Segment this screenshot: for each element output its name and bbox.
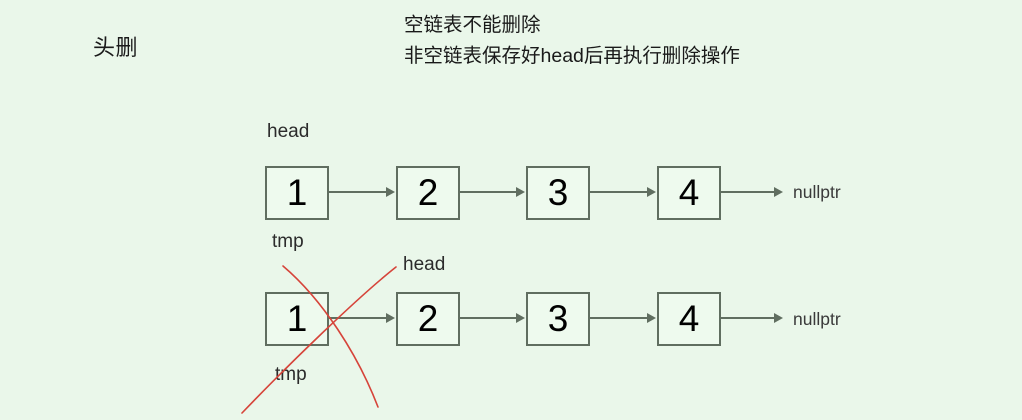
list-node: 3 [526, 292, 590, 346]
page-title: 头删 [93, 35, 139, 60]
list-node: 2 [396, 166, 460, 220]
nullptr-label: nullptr [793, 182, 841, 202]
link-arrow-line [460, 191, 519, 193]
link-arrow-head-icon [386, 187, 395, 197]
link-arrow-head-icon [774, 187, 783, 197]
list-node: 3 [526, 166, 590, 220]
link-arrow-head-icon [386, 313, 395, 323]
nullptr-label: nullptr [793, 309, 841, 329]
link-arrow-head-icon [516, 313, 525, 323]
list-node: 4 [657, 166, 721, 220]
pointer-label-head-before: head [267, 121, 310, 142]
list-node: 4 [657, 292, 721, 346]
link-arrow-line [590, 317, 650, 319]
annotation-line-2: 非空链表保存好head后再执行删除操作 [404, 45, 740, 67]
link-arrow-line [721, 191, 777, 193]
list-node-deleted: 1 [265, 292, 329, 346]
pointer-label-head-after: head [403, 254, 446, 275]
pointer-label-tmp-after: tmp [275, 364, 307, 385]
link-arrow-head-icon [647, 187, 656, 197]
link-arrow-line [460, 317, 519, 319]
link-arrow-head-icon [774, 313, 783, 323]
link-arrow-line [590, 191, 650, 193]
link-arrow-line [329, 191, 389, 193]
list-node: 2 [396, 292, 460, 346]
annotation-line-1: 空链表不能删除 [404, 14, 541, 36]
link-arrow-head-icon [647, 313, 656, 323]
list-node: 1 [265, 166, 329, 220]
annotation-notes: 空链表不能删除 非空链表保存好head后再执行删除操作 [404, 10, 740, 72]
link-arrow-line [329, 317, 389, 319]
link-arrow-head-icon [516, 187, 525, 197]
pointer-label-tmp-before: tmp [272, 231, 304, 252]
link-arrow-line [721, 317, 777, 319]
